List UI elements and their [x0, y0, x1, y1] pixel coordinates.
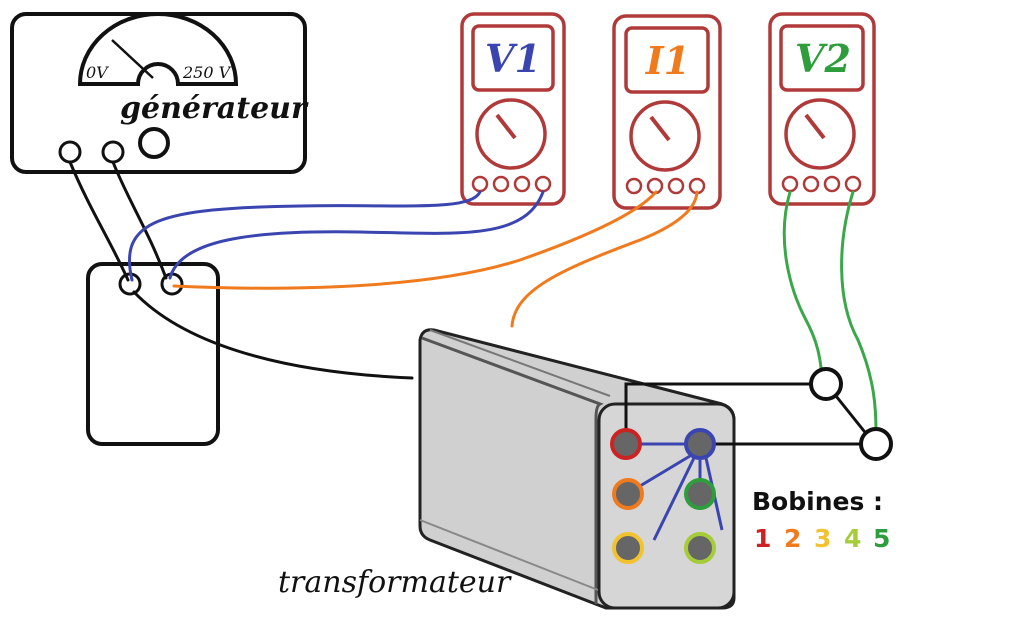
coil-number-1: 1: [754, 524, 771, 553]
meter-v1: V1: [460, 12, 566, 206]
coil-terminal-common: [684, 428, 716, 460]
secondary-terminal-1: [809, 367, 843, 401]
meter-v2: V2: [768, 12, 876, 206]
coil-terminal-1: [610, 428, 642, 460]
coil-terminals: [610, 428, 716, 564]
coil-number-4: 4: [844, 524, 861, 553]
meter-jack: [667, 177, 685, 195]
meter-jack: [781, 175, 799, 193]
coil-terminal-3: [612, 532, 644, 564]
meter-jack: [844, 175, 862, 193]
meter-jack: [823, 175, 841, 193]
junction-box: [86, 262, 220, 446]
meter-display: [779, 24, 865, 92]
gauge-min-label: 0V: [86, 63, 109, 82]
coil-number-5: 5: [873, 524, 890, 553]
generator-gauge: [77, 12, 239, 86]
meter-i1-label: I1: [645, 38, 690, 83]
gauge-max-label: 250 V: [182, 63, 232, 82]
coil-terminal-4: [684, 532, 716, 564]
meter-jack: [534, 175, 552, 193]
junction-box-frame: [86, 262, 220, 446]
generator-terminal-2: [101, 140, 125, 164]
gauge-needle: [111, 39, 154, 79]
meter-jack: [471, 175, 489, 193]
meter-jack: [625, 177, 643, 195]
meter-v2-label: V2: [795, 36, 851, 81]
transformer-label: transformateur: [278, 565, 512, 600]
meter-jack: [492, 175, 510, 193]
meter-jack: [802, 175, 820, 193]
coil-number-2: 2: [784, 524, 801, 553]
generator-knob: [138, 127, 170, 159]
coil-terminal-2: [612, 478, 644, 510]
coil-terminal-5: [684, 478, 716, 510]
meter-display: [471, 24, 555, 92]
generator-terminal-1: [58, 140, 82, 164]
coil-number-3: 3: [814, 524, 831, 553]
secondary-circuit: [624, 382, 870, 446]
generator-label: générateur: [120, 91, 309, 126]
meter-v1-label: V1: [485, 36, 541, 81]
coils-title: Bobines :: [752, 487, 883, 516]
meter-jack: [513, 175, 531, 193]
generator: 0V 250 V générateur: [10, 12, 309, 174]
secondary-terminal-2: [859, 427, 893, 461]
meter-display: [624, 26, 710, 94]
wires: [68, 160, 878, 434]
meter-i1: I1: [612, 14, 722, 210]
